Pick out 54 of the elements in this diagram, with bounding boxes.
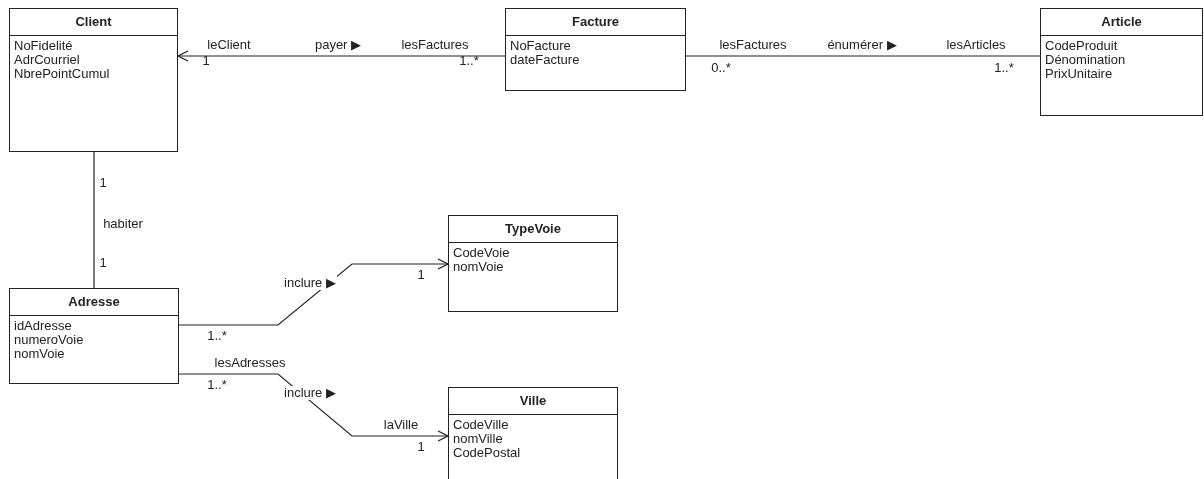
attribute: NoFidelité <box>14 39 73 53</box>
class-box <box>505 8 686 91</box>
multiplicity-label: 1 <box>417 268 425 282</box>
class-name: Article <box>1041 9 1202 36</box>
class-name: Client <box>10 9 177 36</box>
class-name: Adresse <box>10 289 178 316</box>
association-line <box>178 258 449 326</box>
class-box <box>448 215 618 312</box>
multiplicity-label: 1..* <box>459 54 479 68</box>
class-name: TypeVoie <box>449 216 617 243</box>
attribute: dateFacture <box>510 53 580 67</box>
role-name: lesFactures <box>719 38 787 52</box>
attribute: CodeVoie <box>453 246 510 260</box>
attribute: NbrePointCumul <box>14 67 110 81</box>
association-line <box>177 50 506 62</box>
association-label: habiter <box>102 217 144 231</box>
multiplicity-label: 0..* <box>711 61 731 75</box>
association-line <box>685 55 1041 57</box>
multiplicity-label: 1..* <box>207 329 227 343</box>
association-line <box>93 151 95 289</box>
association-line <box>178 373 449 442</box>
attribute: nomVille <box>453 432 503 446</box>
attribute: NoFacture <box>510 39 571 53</box>
attribute: CodeVille <box>453 418 509 432</box>
multiplicity-label: 1..* <box>994 61 1014 75</box>
role-name: laVille <box>383 418 419 432</box>
class-box <box>1040 8 1203 116</box>
role-name: lesFactures <box>401 38 469 52</box>
attribute: idAdresse <box>14 319 72 333</box>
multiplicity-label: 1..* <box>207 378 227 392</box>
association-label: énumérer ▶ <box>826 38 898 52</box>
attribute: Dénomination <box>1045 53 1126 67</box>
attribute: PrixUnitaire <box>1045 67 1113 81</box>
association-label: inclure ▶ <box>283 386 337 400</box>
class-box <box>9 8 178 152</box>
association-label: payer ▶ <box>313 38 363 52</box>
class-name: Facture <box>506 9 685 36</box>
multiplicity-label: 1 <box>202 54 210 68</box>
multiplicity-label: 1 <box>99 256 107 270</box>
attribute: CodePostal <box>453 446 521 460</box>
role-name: leClient <box>207 38 251 52</box>
class-name: Ville <box>449 388 617 415</box>
class-box <box>9 288 179 384</box>
attribute: nomVoie <box>453 260 504 274</box>
multiplicity-label: 1 <box>417 440 425 454</box>
attribute: AdrCourriel <box>14 53 80 67</box>
association-label: inclure ▶ <box>283 276 337 290</box>
multiplicity-label: 1 <box>99 176 107 190</box>
class-box <box>448 387 618 479</box>
role-name: lesAdresses <box>214 356 286 370</box>
role-name: lesArticles <box>946 38 1006 52</box>
attribute: numeroVoie <box>14 333 84 347</box>
attribute: CodeProduit <box>1045 39 1118 53</box>
attribute: nomVoie <box>14 347 65 361</box>
